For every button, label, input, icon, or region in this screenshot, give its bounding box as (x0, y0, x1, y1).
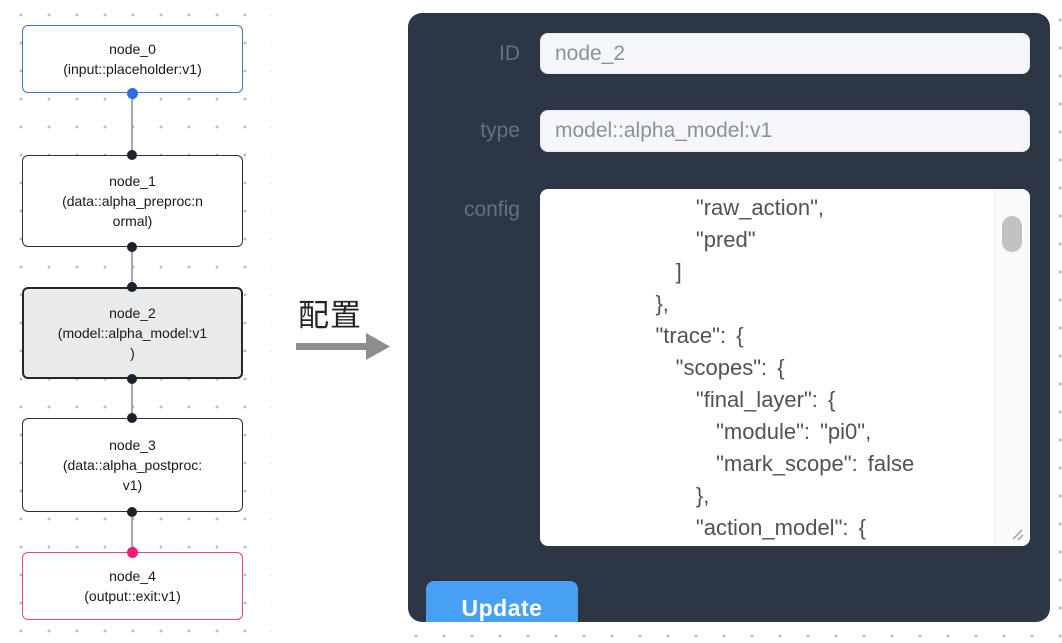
port-node0-out[interactable] (126, 87, 138, 99)
port-node1-out[interactable] (127, 242, 137, 252)
port-node3-out[interactable] (127, 507, 137, 517)
update-button[interactable]: Update (426, 581, 578, 622)
type-field[interactable] (540, 110, 1030, 152)
config-scrollbar-thumb[interactable] (1002, 216, 1022, 252)
port-node1-in[interactable] (127, 150, 137, 160)
panel-canvas: ID type config "raw_action", "pred" ] },… (390, 0, 1062, 643)
node-node_3[interactable]: node_3 (data::alpha_postproc: v1) (22, 418, 243, 512)
id-field-label: ID (499, 42, 520, 65)
node-node_1[interactable]: node_1 (data::alpha_preproc:n ormal) (22, 155, 243, 247)
resize-handle-icon[interactable] (1010, 527, 1025, 542)
edge-node0-node1 (131, 93, 133, 156)
graph-canvas[interactable]: node_0 (input::placeholder:v1) node_1 (d… (0, 0, 272, 643)
configure-label: 配置 (298, 298, 362, 333)
node-node_0[interactable]: node_0 (input::placeholder:v1) (22, 25, 243, 93)
annotation-overlay: 配置 (272, 0, 390, 643)
port-node4-in[interactable] (126, 546, 138, 558)
edge-node2-node3 (131, 379, 133, 419)
config-editor[interactable]: "raw_action", "pred" ] }, "trace": { "sc… (540, 189, 1030, 546)
config-scrollbar-track (994, 190, 1029, 545)
node-node_4[interactable]: node_4 (output::exit:v1) (22, 552, 243, 620)
type-field-label: type (480, 119, 520, 142)
right-arrow-icon (296, 333, 390, 360)
node-node_2[interactable]: node_2 (model::alpha_model:v1 ) (22, 287, 243, 379)
edge-node1-node2 (131, 247, 133, 288)
config-field-label: config (463, 198, 520, 221)
port-node2-in[interactable] (127, 282, 137, 292)
config-json-text[interactable]: "raw_action", "pred" ] }, "trace": { "sc… (655, 195, 915, 540)
edge-node3-node4 (131, 512, 133, 553)
node-config-panel: ID type config "raw_action", "pred" ] },… (408, 13, 1050, 622)
port-node3-in[interactable] (127, 413, 137, 423)
id-field[interactable] (540, 33, 1030, 74)
port-node2-out[interactable] (127, 374, 137, 384)
